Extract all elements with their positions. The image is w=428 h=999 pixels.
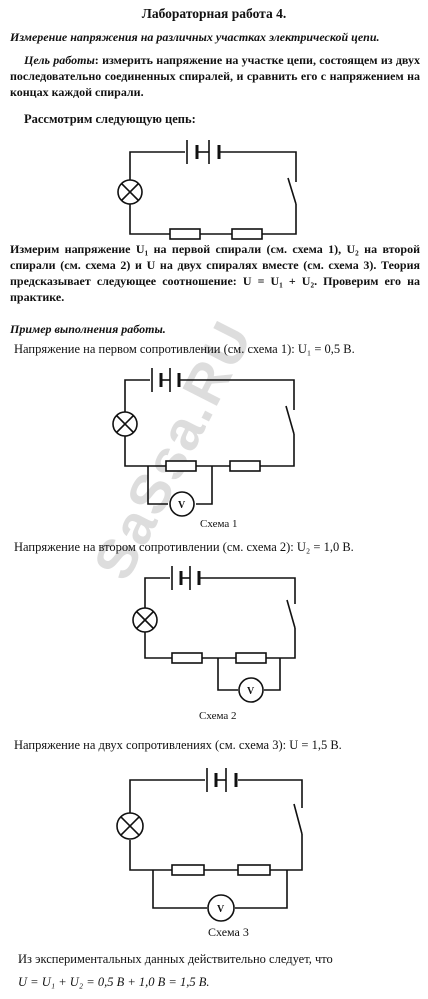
scheme1-caption: Схема 1 — [200, 518, 238, 530]
goal-text: : измерить напряжение на участке цепи, с… — [10, 53, 420, 99]
measure-paragraph: Измерим напряжение U₁ на первой спирали … — [10, 242, 420, 304]
scheme3-caption: Схема 3 — [208, 925, 249, 939]
step2-text: Напряжение на втором сопротивлении (см. … — [14, 540, 354, 554]
page-subtitle: Измерение напряжения на различных участк… — [10, 30, 380, 44]
step1-text: Напряжение на первом сопротивлении (см. … — [14, 342, 355, 356]
circuit-diagram-main — [117, 140, 297, 240]
page-title: Лабораторная работа 4. — [141, 6, 287, 21]
voltmeter-label-1: V — [178, 500, 186, 511]
voltmeter-label-3: V — [217, 904, 225, 915]
example-title: Пример выполнения работы. — [10, 322, 166, 336]
circuit-diagram-scheme1: V — [112, 368, 295, 517]
conclusion-text: Из экспериментальных данных действительн… — [18, 952, 333, 966]
consider-text: Рассмотрим следующую цепь: — [24, 112, 196, 126]
voltmeter-label-2: V — [247, 686, 255, 697]
circuit-diagram-scheme3: V — [116, 768, 303, 922]
circuit-diagram-scheme2: V — [132, 566, 296, 703]
step3-text: Напряжение на двух сопротивлениях (см. с… — [14, 738, 342, 752]
conclusion-formula: U = U₁ + U₂ = 0,5 В + 1,0 В = 1,5 В. — [18, 975, 210, 989]
goal-label: Цель работы — [24, 53, 95, 67]
scheme2-caption: Схема 2 — [199, 710, 237, 722]
goal-paragraph: Цель работы: измерить напряжение на учас… — [10, 52, 420, 100]
